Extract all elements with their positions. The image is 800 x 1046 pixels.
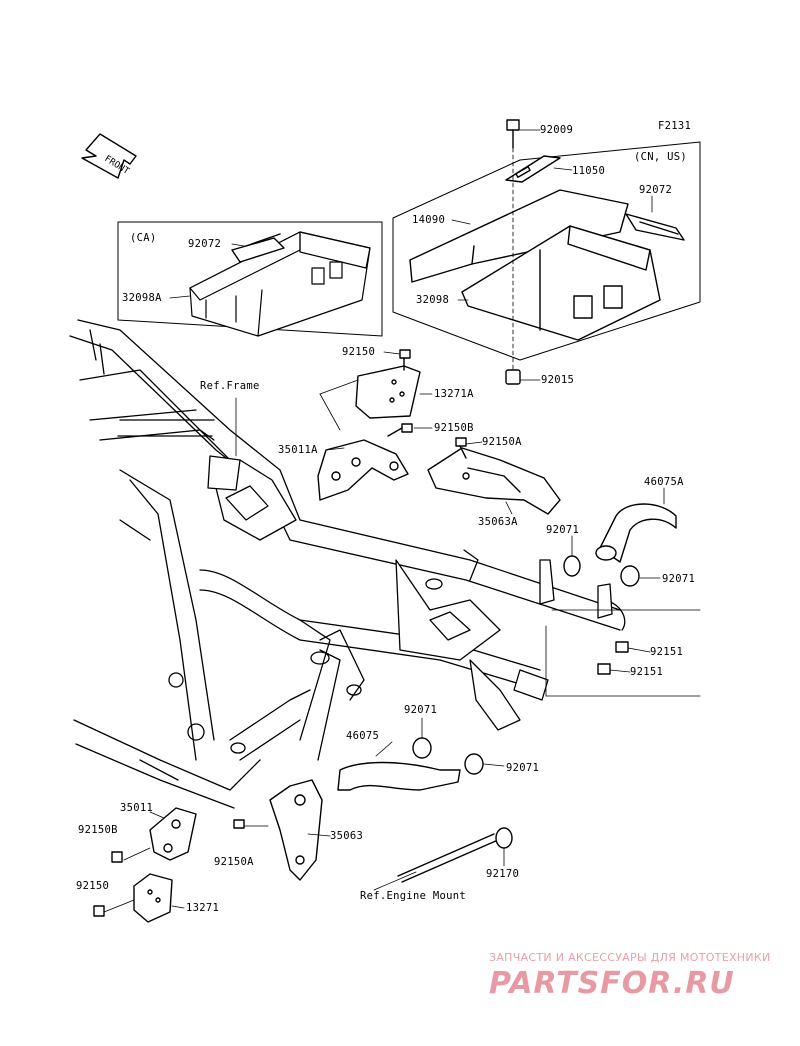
battery-case-32098 [461, 225, 661, 341]
part-92151-b-label: 92151 [630, 666, 664, 678]
rubber-92071-b [620, 565, 640, 587]
part-92170-label: 92170 [486, 868, 520, 880]
watermark-logo: PARTSFOR.RU [489, 966, 735, 1001]
bolt-92150A-bot [233, 819, 245, 829]
part-92150-bot-label: 92150 [76, 880, 110, 892]
part-92150A-bot-label: 92150A [214, 856, 254, 868]
rubber-92071-c [412, 737, 432, 759]
region-ca-label: (CA) [130, 232, 157, 244]
part-92071-c-label: 92071 [404, 704, 438, 716]
motorcycle-frame [69, 319, 626, 809]
part-35011-label: 35011 [120, 802, 154, 814]
part-92150B-top-label: 92150B [434, 422, 474, 434]
bracket-35063A [427, 447, 561, 515]
footrest-46075 [337, 761, 461, 791]
plate-13271A [355, 365, 421, 419]
leader-lines [103, 129, 701, 913]
bracket-35011A [317, 439, 409, 501]
rubber-92071-d [464, 753, 484, 775]
part-92015-label: 92015 [541, 374, 575, 386]
part-46075-label: 46075 [346, 730, 380, 742]
part-92071-b-label: 92071 [662, 573, 696, 585]
battery-cover-14090 [409, 189, 629, 283]
bracket-35063 [269, 779, 323, 881]
part-32098A-label: 32098A [122, 292, 162, 304]
part-11050-label: 11050 [572, 165, 606, 177]
part-92151-a-label: 92151 [650, 646, 684, 658]
strap-92072-ca [231, 233, 285, 263]
part-92150B-bot-label: 92150B [78, 824, 118, 836]
engine-mount-bolt [397, 827, 513, 883]
plate-13271 [133, 873, 173, 923]
part-32098-label: 32098 [416, 294, 450, 306]
part-92071-d-label: 92071 [506, 762, 540, 774]
bolt-92151-b [597, 663, 611, 675]
rubber-92071-a [563, 555, 581, 577]
cnus-box-outline [392, 141, 701, 361]
part-46075A-label: 46075A [644, 476, 684, 488]
part-92072-ca-label: 92072 [188, 238, 222, 250]
part-35063-label: 35063 [330, 830, 364, 842]
ref-engine-mount-label: Ref.Engine Mount [360, 890, 466, 902]
bracket-35011 [149, 807, 197, 861]
strap-92072-cnus [625, 213, 685, 241]
part-13271A-label: 13271A [434, 388, 474, 400]
part-35011A-label: 35011A [278, 444, 318, 456]
diagram-code: F2131 [658, 120, 692, 132]
part-92150-top-label: 92150 [342, 346, 376, 358]
bolt-92150B-bot [111, 851, 123, 863]
bolt-92150A-top [455, 437, 467, 459]
watermark-tagline: ЗАПЧАСТИ И АКСЕССУАРЫ ДЛЯ МОТОТЕХНИКИ [489, 951, 771, 964]
bracket-11050 [505, 155, 561, 183]
front-arrow-icon: FRONT [81, 133, 137, 179]
footrest-46075A [595, 503, 677, 563]
part-92071-a-label: 92071 [546, 524, 580, 536]
region-cnus-label: (CN, US) [634, 151, 687, 163]
bolt-92150-bot [93, 905, 105, 917]
part-14090-label: 14090 [412, 214, 446, 226]
bolt-92151-a [615, 641, 629, 653]
part-35063A-label: 35063A [478, 516, 518, 528]
ref-frame-label: Ref.Frame [200, 380, 260, 392]
bolt-92009 [506, 119, 520, 149]
part-13271-label: 13271 [186, 902, 220, 914]
part-92150A-top-label: 92150A [482, 436, 522, 448]
collar-92015 [505, 369, 521, 385]
part-92072-cnus-label: 92072 [639, 184, 673, 196]
ca-box-outline [117, 221, 383, 337]
bolt-92150B-top [387, 423, 413, 437]
part-92009-label: 92009 [540, 124, 574, 136]
